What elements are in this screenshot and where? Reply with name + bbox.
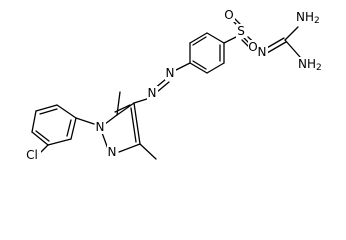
benzene-ring (189, 32, 225, 74)
pyrazole-ring (100, 91, 157, 160)
atom-label-o-top: O (224, 8, 235, 22)
atom-n-pyrazole-1-text: N (96, 120, 105, 134)
atom-label-n-azo-lower: N (147, 86, 158, 100)
atom-label-n-pyrazole-2: N (107, 145, 118, 159)
atom-label-nh2-bottom: NH2 (297, 57, 327, 73)
atom-nh2-top-text: NH2 (296, 10, 320, 26)
atom-label-n-azo-upper: N (165, 66, 176, 80)
guanidine-group (264, 26, 301, 58)
atom-n-pyrazole-2-text: N (108, 145, 117, 159)
atom-n-azo-lower-text: N (148, 86, 157, 100)
atom-label-n-pyrazole-1: N (95, 120, 106, 134)
atom-nh2-bottom-text: NH2 (298, 57, 322, 73)
atom-label-o-bottom: O (248, 40, 259, 54)
chemical-structure-diagram: O S O N NH2 NH2 N N N N Cl (24, 8, 327, 162)
nh-bottom: NH (298, 57, 316, 71)
nh-top: NH (296, 10, 314, 24)
chlorophenyl-ring (31, 104, 95, 153)
atom-n-imine-text: N (258, 45, 267, 59)
nh-bottom-sub: 2 (316, 63, 322, 73)
atom-s-text: S (237, 24, 245, 38)
atom-label-s: S (236, 24, 247, 38)
nh-top-sub: 2 (314, 16, 320, 26)
atom-cl-text: Cl (26, 148, 38, 162)
atom-label-n-imine: N (257, 45, 268, 59)
atom-o-top-text: O (224, 8, 233, 22)
atom-o-bottom-text: O (248, 40, 257, 54)
atom-n-azo-upper-text: N (166, 66, 175, 80)
atom-label-nh2-top: NH2 (295, 10, 325, 26)
azo-linkage (133, 62, 191, 104)
atom-label-cl: Cl (24, 148, 41, 162)
